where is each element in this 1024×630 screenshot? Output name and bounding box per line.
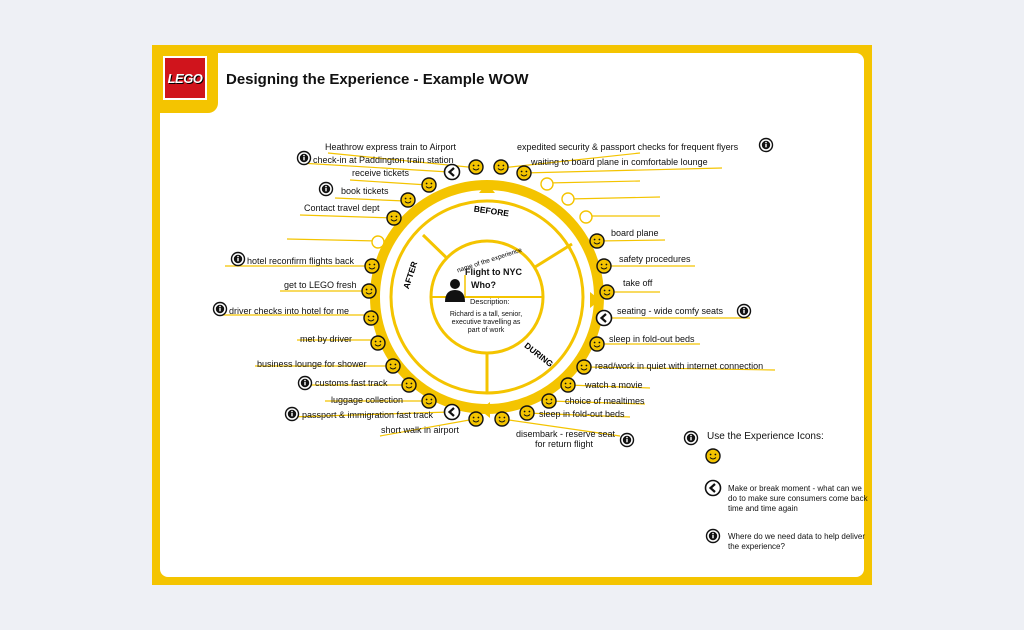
ring-arrow — [590, 292, 600, 308]
step-label: sleep in fold-out beds — [609, 334, 695, 344]
step-label: get to LEGO fresh — [284, 280, 357, 290]
legend-smiley-icon — [705, 448, 721, 464]
page-title: Designing the Experience - Example WOW — [226, 71, 529, 88]
experience-title: Flight to NYC — [465, 267, 522, 277]
step-label: take off — [623, 278, 653, 288]
step-label: receive tickets — [352, 168, 410, 178]
lego-logo: LEGO — [163, 56, 207, 100]
legend-data-icon — [683, 430, 699, 446]
step-label: book tickets — [341, 186, 389, 196]
smiley-icon — [560, 377, 576, 393]
step-label: driver checks into hotel for me — [229, 306, 350, 316]
smiley-icon — [363, 310, 379, 326]
smiley-icon — [364, 258, 380, 274]
step-label: watch a movie — [585, 380, 643, 390]
phase-during: DURING — [523, 340, 556, 369]
smiley-icon — [519, 405, 535, 421]
spoke-lines — [220, 152, 776, 437]
smiley-icon — [493, 159, 509, 175]
data-icon — [758, 137, 774, 153]
make-break-icon — [443, 163, 461, 181]
data-icon — [619, 432, 635, 448]
smiley-icon — [494, 411, 510, 427]
step-label: waiting to board plane in comfortable lo… — [531, 157, 708, 167]
step-label: luggage collection — [331, 395, 404, 405]
data-icon — [318, 181, 334, 197]
legend-data-icon — [705, 528, 721, 544]
smiley-icon — [421, 177, 437, 193]
description-text: Richard is a tall, senior, executive tra… — [449, 311, 523, 334]
step-label: read/work in quiet with internet connect… — [595, 361, 764, 371]
step-label: check-in at Paddington train station — [313, 155, 454, 165]
step-label: for return flight — [535, 439, 594, 449]
smiley-icon — [400, 192, 416, 208]
empty-circle-icon — [540, 177, 554, 191]
inner-ring — [389, 199, 585, 395]
step-label: safety procedures — [619, 254, 691, 264]
smiley-icon — [468, 159, 484, 175]
person-icon — [445, 279, 465, 302]
smiley-icon — [386, 210, 402, 226]
data-icon — [212, 301, 228, 317]
step-label: board plane — [611, 228, 659, 238]
step-label: disembark - reserve seat — [516, 429, 616, 439]
smiley-icon — [541, 393, 557, 409]
make-break-icon — [443, 403, 461, 421]
empty-circle-icon — [371, 235, 385, 249]
step-label: met by driver — [300, 334, 353, 344]
smiley-icon — [599, 284, 615, 300]
description-label: Description: — [470, 297, 510, 306]
ring-arrow — [480, 402, 490, 418]
smiley-icon — [421, 393, 437, 409]
phase-after: AFTER — [401, 260, 419, 290]
step-label: seating - wide comfy seats — [617, 306, 724, 316]
make-break-icon — [595, 309, 613, 327]
data-icon — [296, 150, 312, 166]
data-icon — [736, 303, 752, 319]
step-label: hotel reconfirm flights back — [247, 256, 355, 266]
step-label: sleep in fold-out beds — [539, 409, 625, 419]
step-label: business lounge for shower — [257, 359, 367, 369]
smiley-icon — [589, 336, 605, 352]
smiley-icon — [468, 411, 484, 427]
phase-before: BEFORE — [473, 204, 510, 219]
data-icon — [230, 251, 246, 267]
step-label: expedited security & passport checks for… — [517, 142, 739, 152]
smiley-icon — [401, 377, 417, 393]
data-icon — [297, 375, 313, 391]
data-icon — [284, 406, 300, 422]
step-label: customs fast track — [315, 378, 388, 388]
smiley-icon — [516, 165, 532, 181]
legend-title: Use the Experience Icons: — [707, 431, 824, 442]
legend-make-break-text: Make or break moment - what can we do to… — [728, 484, 868, 513]
lego-logo-text: LEGO — [167, 70, 203, 86]
legend-make-break-icon — [704, 479, 722, 497]
smiley-icon — [576, 359, 592, 375]
legend-data-text: Where do we need data to help deliver th… — [728, 532, 865, 551]
step-label: Heathrow express train to Airport — [325, 142, 457, 152]
step-label: passport & immigration fast track — [302, 410, 434, 420]
smiley-icon — [385, 358, 401, 374]
smiley-icon — [370, 335, 386, 351]
step-label: short walk in airport — [381, 425, 460, 435]
smiley-icon — [361, 283, 377, 299]
empty-circle-icon — [579, 210, 593, 224]
empty-circle-icon — [561, 192, 575, 206]
who-label: Who? — [471, 280, 496, 290]
step-label: Contact travel dept — [304, 203, 380, 213]
ring-arrow — [479, 183, 495, 193]
smiley-icon — [589, 233, 605, 249]
smiley-icon — [596, 258, 612, 274]
step-label: choice of mealtimes — [565, 396, 645, 406]
